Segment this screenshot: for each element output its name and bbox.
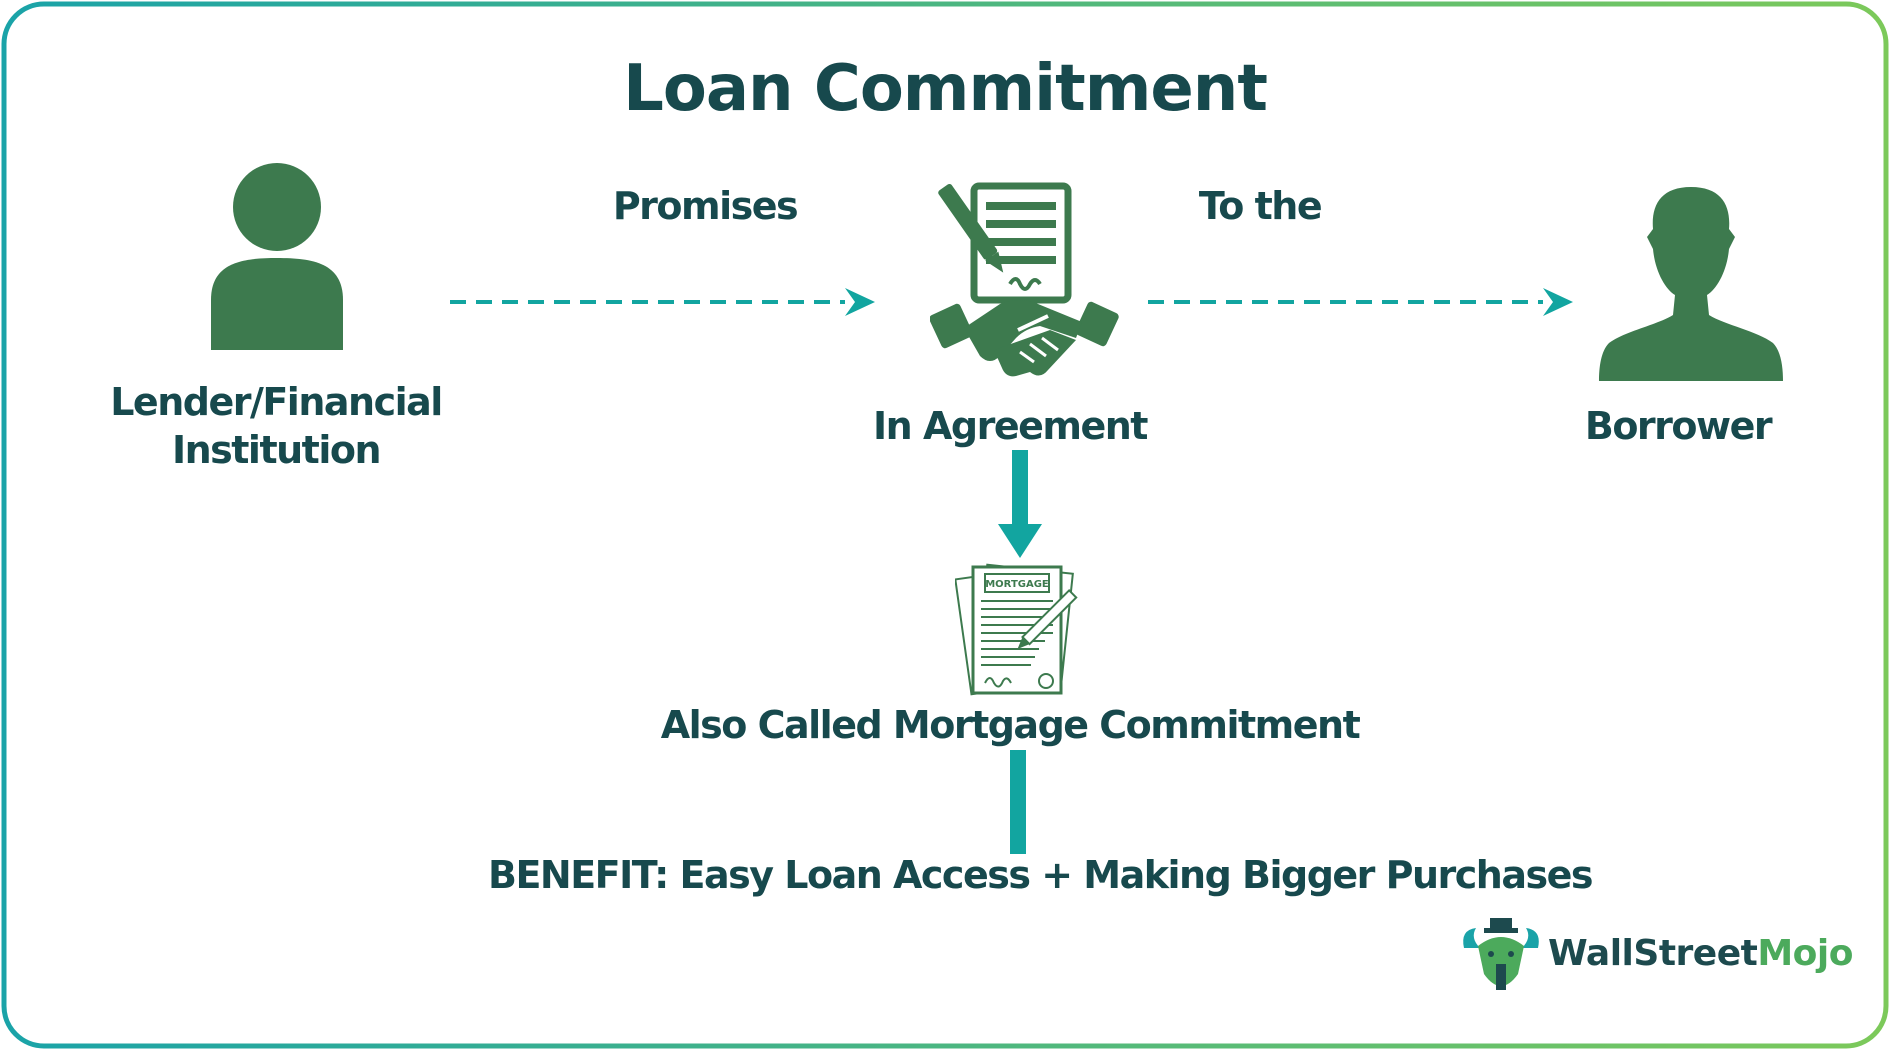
bull-logo-icon <box>1463 918 1539 990</box>
wallstreetmojo-logo: WallStreetMojo <box>1548 933 1853 974</box>
lender-label: Lender/Financial Institution <box>110 380 443 472</box>
contract-handshake-icon <box>930 182 1119 377</box>
promises-label: Promises <box>612 184 799 228</box>
to-the-label: To the <box>1198 184 1323 228</box>
person-silhouette-icon <box>1599 187 1783 381</box>
in-agreement-label: In Agreement <box>873 404 1148 448</box>
person-icon <box>211 163 343 350</box>
vertical-connector <box>1010 750 1026 854</box>
benefit-label: BENEFIT: Easy Loan Access + Making Bigge… <box>487 853 1594 897</box>
diagram-title: Loan Commitment <box>623 52 1268 126</box>
mortgage-document-icon: MORTGAGE <box>955 563 1078 696</box>
dashed-arrow-to-the <box>1148 288 1573 316</box>
brand-part-2: Mojo <box>1757 933 1853 974</box>
dashed-arrow-promises <box>450 288 875 316</box>
down-arrow <box>998 450 1042 558</box>
also-called-label: Also Called Mortgage Commitment <box>660 703 1361 747</box>
brand-part-1: WallStreet <box>1548 933 1758 974</box>
mortgage-stamp: MORTGAGE <box>985 579 1049 590</box>
borrower-label: Borrower <box>1584 404 1773 448</box>
